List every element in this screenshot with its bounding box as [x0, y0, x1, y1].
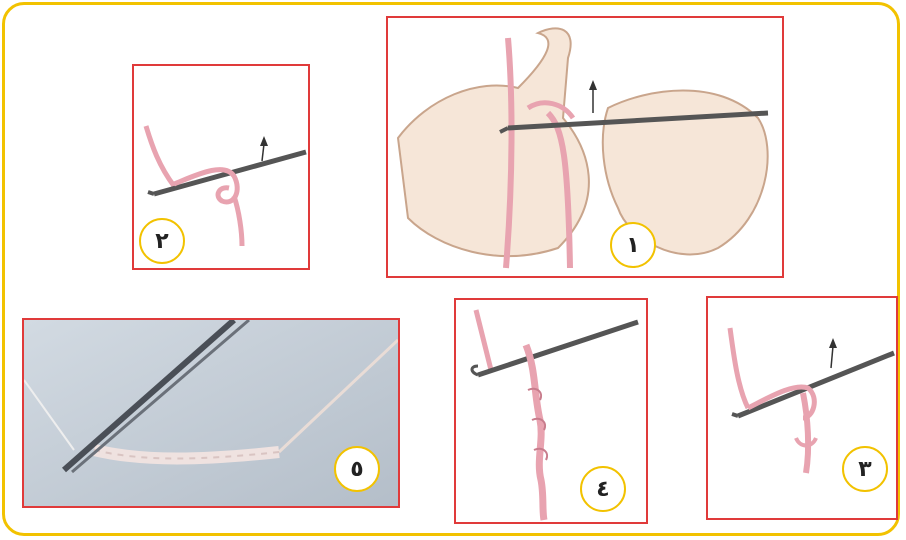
- step-1-panel: ١: [386, 16, 784, 278]
- step-5-panel: ٥: [22, 318, 400, 508]
- step-4-badge: ٤: [580, 466, 626, 512]
- step-4-panel: ٤: [454, 298, 648, 524]
- step-1-badge: ١: [610, 222, 656, 268]
- hands-hook-illustration: [388, 18, 782, 276]
- step-3-badge: ٣: [842, 446, 888, 492]
- step-2-badge: ٢: [139, 218, 185, 264]
- step-3-panel: ٣: [706, 296, 898, 520]
- step-5-badge: ٥: [334, 446, 380, 492]
- step-2-panel: ٢: [132, 64, 310, 270]
